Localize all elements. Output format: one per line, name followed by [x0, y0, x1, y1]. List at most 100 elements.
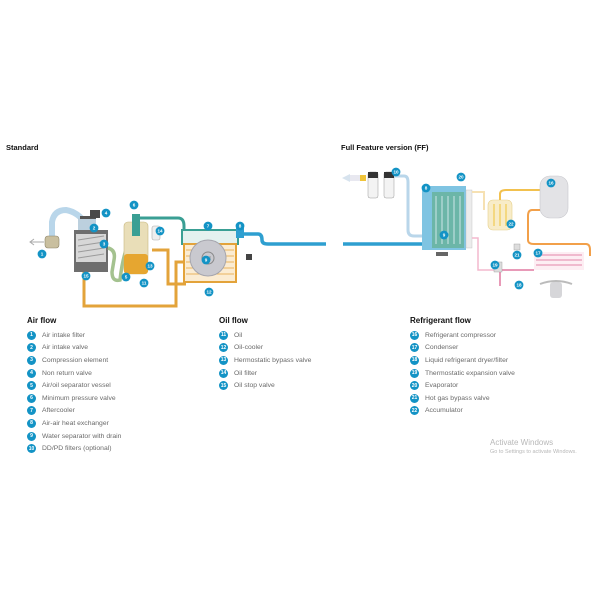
diagram-badge: 1	[37, 249, 47, 259]
air-outlet-pipe	[244, 232, 326, 246]
diagram-badge-number: 9	[205, 258, 208, 263]
number-badge: 21	[410, 393, 419, 403]
diagram-badge: 4	[101, 208, 111, 218]
evaporator-header	[465, 189, 473, 249]
fan-hub	[201, 251, 215, 265]
legend-item-label: Minimum pressure valve	[42, 394, 116, 402]
diagram-badge-number: 9	[443, 233, 446, 238]
oil-return-pipe	[82, 260, 186, 308]
air-flow-legend-title: Air flow	[27, 316, 57, 325]
legend-item-label: Air intake filter	[42, 331, 86, 339]
diagram-badge-circle	[456, 172, 466, 182]
dd-filter-head	[368, 172, 378, 178]
diagram-badge-circle	[204, 287, 214, 297]
legend-item-label: Water separator with drain	[42, 432, 122, 440]
number-badge: 18	[410, 355, 419, 365]
diagram-badge: 20	[456, 172, 466, 182]
refrigerant-compressor	[539, 175, 569, 219]
standard-section-title: Standard	[6, 143, 39, 152]
diagram-badge: 21	[512, 250, 522, 260]
number-badge: 20	[410, 381, 419, 391]
diagram-badge: 13	[145, 261, 155, 271]
air-outlet-arrow-icon	[342, 174, 350, 182]
legend-item-label: Air intake valve	[42, 344, 89, 352]
diagram-badge-number: 19	[492, 263, 498, 268]
legend-item-label: DD/PD filters (optional)	[42, 445, 112, 453]
legend-item-label: Non return valve	[42, 369, 92, 377]
water-separator	[236, 228, 244, 238]
number-badge: 13	[219, 355, 228, 365]
number-badge: 14	[219, 368, 228, 378]
inlet-cap	[80, 216, 96, 219]
diagram-badge-circle	[506, 219, 516, 229]
drain-ff	[436, 252, 448, 256]
legend-item-label: Oil	[234, 331, 243, 339]
diagram-badge-circle	[129, 200, 139, 210]
diagram-badge: 7	[203, 221, 213, 231]
diagram-badge-circle	[235, 221, 245, 231]
condenser-fan-motor	[550, 282, 562, 298]
number-badge: 17	[410, 343, 419, 353]
legend-item-label: Oil stop valve	[234, 382, 275, 390]
number-badge: 8	[27, 418, 36, 428]
filtered-air-pipe	[394, 174, 424, 238]
diagram-badge-number: 20	[458, 175, 464, 180]
diagram-badge-number: 7	[207, 224, 210, 229]
refrigerant-flow-legend-title: Refrigerant flow	[410, 316, 471, 325]
diagram-badge-circle	[89, 223, 99, 233]
diagram-badge-circle	[81, 271, 91, 281]
diagram-badge-circle	[121, 272, 131, 282]
diagram-badge-circle	[391, 167, 401, 177]
diagram-badge-number: 16	[548, 181, 554, 186]
diagram-badge-number: 8	[239, 224, 242, 229]
diagram-badge-number: 3	[103, 242, 106, 247]
legend-item-label: Evaporator	[425, 382, 459, 390]
refrigerant-suction-line	[472, 191, 485, 210]
legend-item-label: Liquid refrigerant dryer/filter	[425, 356, 509, 364]
legend-item: 18 Liquid refrigerant dryer/filter	[410, 354, 515, 367]
legend-item: 2 Air intake valve	[27, 342, 121, 355]
condenser-coils	[536, 254, 582, 266]
accumulator-coil	[493, 204, 507, 226]
diagram-badge: 12	[204, 287, 214, 297]
air-flow-legend: Air flow 1 Air intake filter 2 Air intake v…	[27, 316, 121, 455]
legend-item: 11 Oil	[219, 329, 311, 342]
number-badge: 11	[219, 330, 228, 340]
diagram-badge-number: 6	[133, 203, 136, 208]
oil-sump	[124, 254, 148, 274]
compressed-air-hose	[107, 239, 130, 283]
discharge-line	[527, 209, 591, 256]
diagram-badge: 19	[490, 260, 500, 270]
diagram-badge-circle	[139, 278, 149, 288]
legend-item: 20 Evaporator	[410, 379, 515, 392]
diagram-badge-number: 15	[83, 274, 89, 279]
drain	[246, 254, 252, 260]
diagram-badge-circle	[201, 255, 211, 265]
diagram-badge: 8	[421, 183, 431, 193]
legend-item-label: Oil filter	[234, 369, 258, 377]
hot-gas-line	[499, 189, 540, 200]
diagram-badge-circle	[490, 260, 500, 270]
outlet-connector	[350, 175, 364, 181]
number-badge: 1	[27, 330, 36, 340]
pd-filter-head	[384, 172, 394, 178]
diagram-badge-circle	[421, 183, 431, 193]
hot-gas-bypass-valve	[513, 243, 521, 251]
oil-flow-legend-title: Oil flow	[219, 316, 248, 325]
diagram-badge-number: 21	[514, 253, 520, 258]
diagram-badge-number: 8	[425, 186, 428, 191]
number-badge: 2	[27, 343, 36, 353]
diagram-badge-number: 11	[142, 281, 147, 286]
legend-item-label: Compression element	[42, 356, 109, 364]
legend-item: 14 Oil filter	[219, 367, 311, 380]
